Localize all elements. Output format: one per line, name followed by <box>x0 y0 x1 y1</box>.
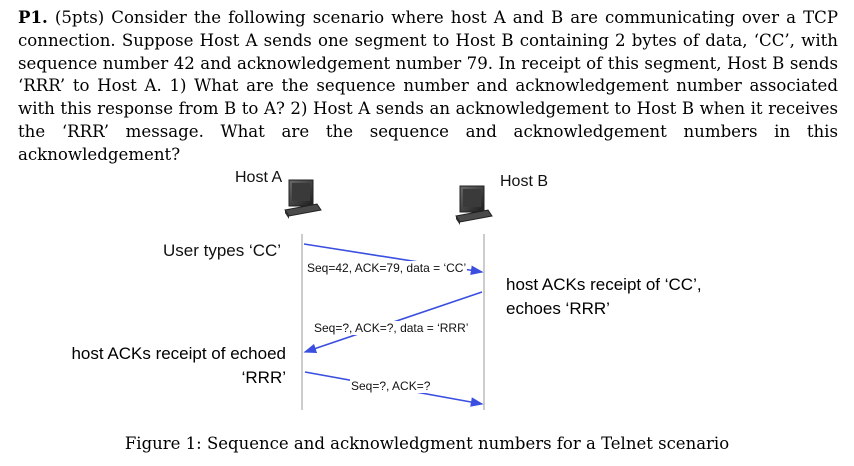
problem-body: (5pts) Consider the following scenario w… <box>18 8 838 164</box>
host-b-note: host ACKs receipt of ‘CC’, echoes ‘RRR’ <box>506 275 702 318</box>
host-b-label: Host B <box>500 173 549 190</box>
problem-number: P1. <box>18 7 48 27</box>
msg1-label: Seq=42, ACK=79, data = ‘CC’ <box>306 261 468 275</box>
host-a-label: Host A <box>235 169 283 186</box>
msg2-label: Seq=?, ACK=?, data = ‘RRR’ <box>313 321 470 335</box>
computer-icon <box>284 179 322 219</box>
telnet-figure: Host A Host B User types ‘CC’ Seq=42, AC… <box>0 160 854 432</box>
host-a-note: host ACKs receipt of echoed ‘RRR’ <box>71 344 286 387</box>
user-types-label: User types ‘CC’ <box>163 241 282 260</box>
computer-icon <box>455 185 493 225</box>
problem-text: P1. (5pts) Consider the following scenar… <box>18 6 838 167</box>
msg3-label: Seq=?, ACK=? <box>350 379 432 393</box>
figure-caption: Figure 1: Sequence and acknowledgment nu… <box>124 434 730 453</box>
